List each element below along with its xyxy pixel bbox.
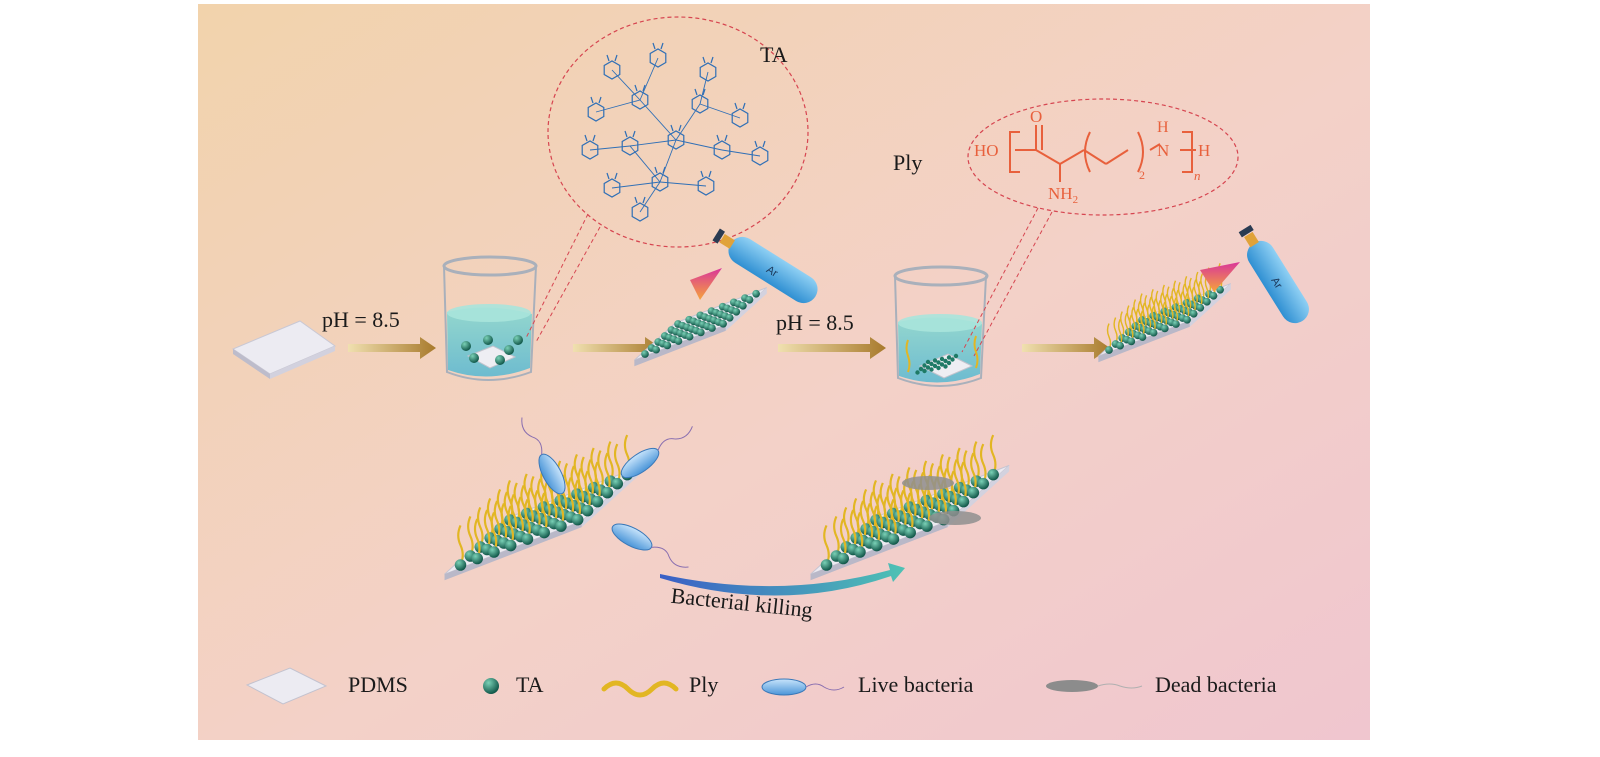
live-bacteria-group — [521, 417, 693, 568]
background-panel — [198, 4, 1370, 740]
ply-title: Ply — [893, 150, 922, 175]
legend-live-bacteria-label: Live bacteria — [858, 672, 974, 697]
arrow-step4 — [1022, 337, 1110, 359]
ta-structure-callout — [525, 16, 809, 343]
ply-formula-drawing — [1009, 125, 1196, 182]
legend-dead-bacteria-swatch — [1046, 680, 1143, 692]
formula-repeat-subscript: 2 — [1139, 168, 1145, 182]
legend: PDMS TA Ply Live bacteria Dead bacteria — [245, 667, 1277, 705]
coated-substrate-with-live-bacteria — [444, 434, 644, 581]
ph-label-step2: pH = 8.5 — [776, 310, 854, 335]
legend-ply-label: Ply — [689, 672, 718, 697]
ta-coated-substrate — [634, 287, 768, 367]
arrow-step2 — [573, 337, 661, 359]
formula-nh2: NH2 — [1048, 184, 1078, 206]
ply-structure-callout: HO O NH2 2 H N H n — [961, 98, 1239, 357]
legend-ta-label: TA — [516, 672, 544, 697]
legend-pdms-label: PDMS — [348, 672, 408, 697]
arrow-step3 — [778, 337, 886, 359]
formula-h-top: H — [1157, 119, 1169, 136]
legend-ta-swatch — [483, 678, 499, 694]
arrow-step1 — [348, 337, 436, 359]
bacterial-killing-arrow — [660, 563, 905, 596]
legend-pdms-swatch — [245, 667, 328, 705]
formula-n: N — [1157, 141, 1169, 160]
formula-o: O — [1030, 107, 1042, 126]
ta-title: TA — [760, 42, 788, 67]
ta-ply-coated-substrate — [1098, 263, 1232, 363]
beaker-ply-solution — [893, 265, 989, 387]
formula-n-subscript: n — [1194, 168, 1201, 183]
argon-cylinder-1: Ar — [690, 228, 818, 304]
pdms-substrate — [231, 320, 337, 379]
ta-molecule-drawing — [581, 42, 769, 222]
formula-h-end: H — [1198, 141, 1210, 160]
legend-live-bacteria-swatch — [761, 678, 845, 696]
legend-dead-bacteria-label: Dead bacteria — [1155, 672, 1277, 697]
beaker-ta-solution — [442, 255, 538, 381]
dead-bacteria-group — [902, 476, 981, 525]
argon-cylinder-2: Ar — [1200, 224, 1309, 324]
legend-ply-swatch — [601, 680, 679, 698]
formula-ho: HO — [974, 141, 999, 160]
ph-label-step1: pH = 8.5 — [322, 307, 400, 332]
